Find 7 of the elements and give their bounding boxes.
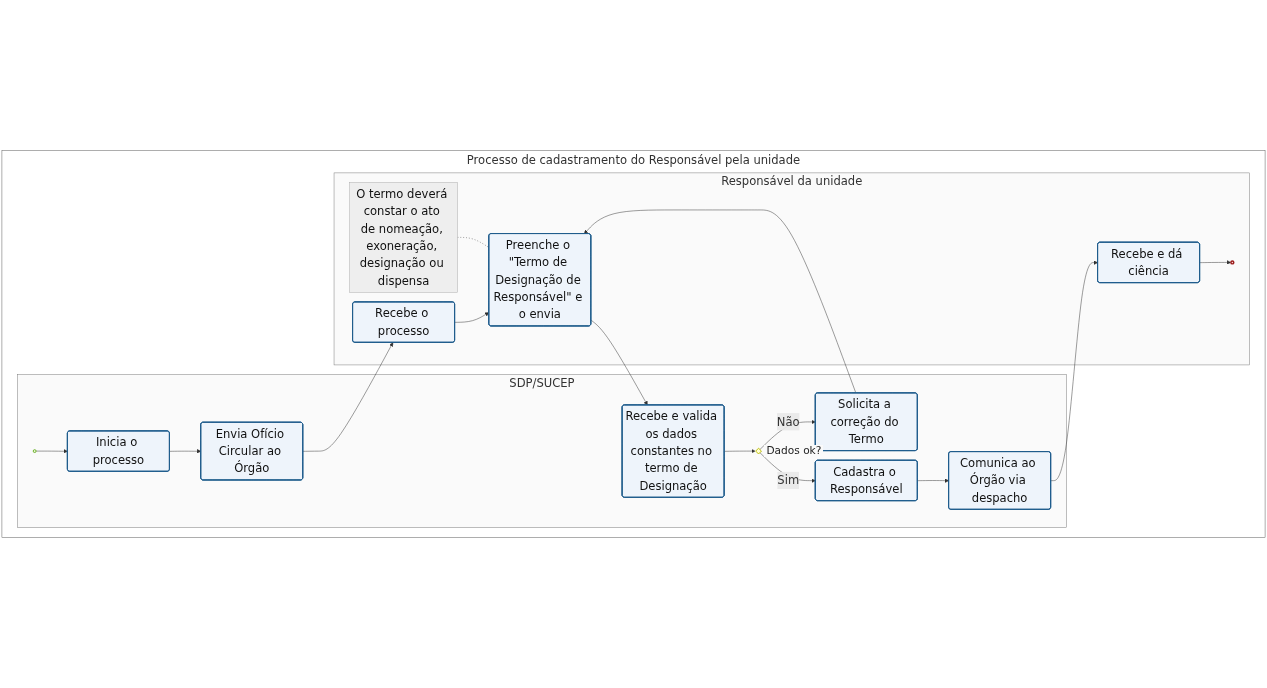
node-diamond [755, 447, 762, 455]
edge-label: Não [776, 414, 800, 429]
gateway-label: Dados ok? [764, 445, 824, 457]
node-circle [1230, 260, 1235, 265]
node-box: O termo deverá constar o ato de nomeação, exoneração, designação ou dispensa [349, 182, 458, 293]
node-circle [32, 449, 37, 454]
edge-label: Sim [777, 473, 800, 488]
